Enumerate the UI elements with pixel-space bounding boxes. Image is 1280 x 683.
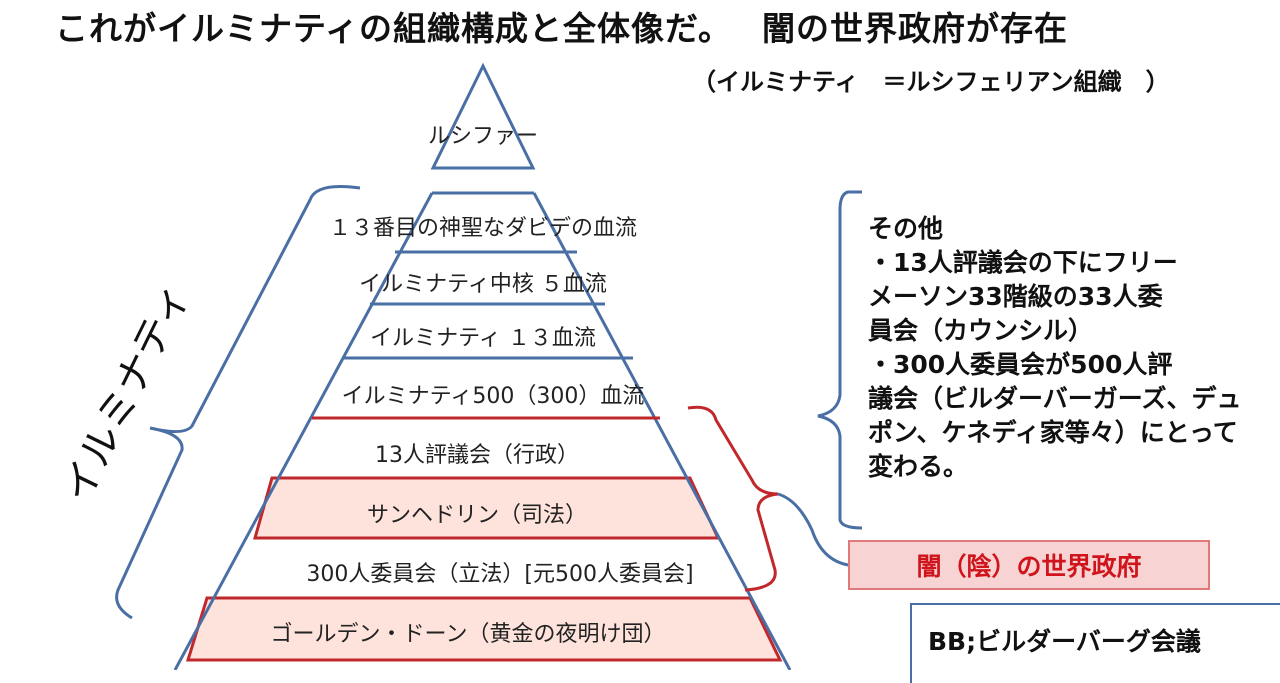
bb-note-box — [910, 603, 1280, 683]
notes-line: ・13人評議会の下にフリー — [868, 248, 1178, 277]
golden-dawn-band — [185, 596, 783, 662]
illuminati-bracket — [115, 185, 361, 620]
level-6: サンヘドリン（司法） — [366, 503, 588, 528]
apex-label: ルシファー — [427, 124, 539, 149]
page-title: これがイルミナティの組織構成と全体像だ。闇の世界政府が存在 — [55, 2, 1068, 50]
notes-line: ・300人委員会が500人評 — [868, 350, 1173, 379]
level-1: １３番目の神聖なダビデの血流 — [328, 216, 638, 241]
title-emphasis: 闇の世界政府が存在 — [762, 9, 1069, 48]
notes-line: 議会（ビルダーバーガーズ、デュ — [868, 384, 1242, 413]
connector-line — [777, 492, 849, 567]
notes-line: ポン、ケネディ家等々）にとって — [868, 418, 1238, 447]
apex-triangle — [430, 62, 536, 170]
notes-line: 員会（カウンシル） — [868, 316, 1094, 345]
title-main: これがイルミナティの組織構成と全体像だ。 — [55, 9, 733, 48]
level-4: イルミナティ500（300）血流 — [341, 384, 645, 409]
subtitle: （イルミナティ ＝ルシフェリアン組織 ） — [692, 68, 1170, 96]
bb-note-label: BB;ビルダーバーグ会議 — [928, 627, 1201, 656]
pyramid-left-edge — [173, 192, 434, 670]
level-3: イルミナティ １３血流 — [370, 326, 596, 351]
notes-line: メーソン33階級の33人委 — [868, 282, 1163, 311]
level-5: 13人評議会（行政） — [375, 443, 579, 468]
shadow-government-label: 闇（陰）の世界政府 — [916, 552, 1142, 581]
level-8: ゴールデン・ドーン（黄金の夜明け団） — [270, 622, 666, 647]
notes-bracket — [817, 190, 863, 530]
level-2: イルミナティ中核 ５血流 — [359, 272, 607, 297]
notes-block: その他 ・13人評議会の下にフリー メーソン33階級の33人委 員会（カウンシル… — [868, 212, 1268, 484]
shadow-government-box: 闇（陰）の世界政府 — [848, 540, 1210, 590]
notes-heading: その他 — [868, 214, 944, 243]
notes-line: 変わる。 — [868, 452, 969, 481]
level-7: 300人委員会（立法）[元500人委員会] — [306, 562, 694, 587]
